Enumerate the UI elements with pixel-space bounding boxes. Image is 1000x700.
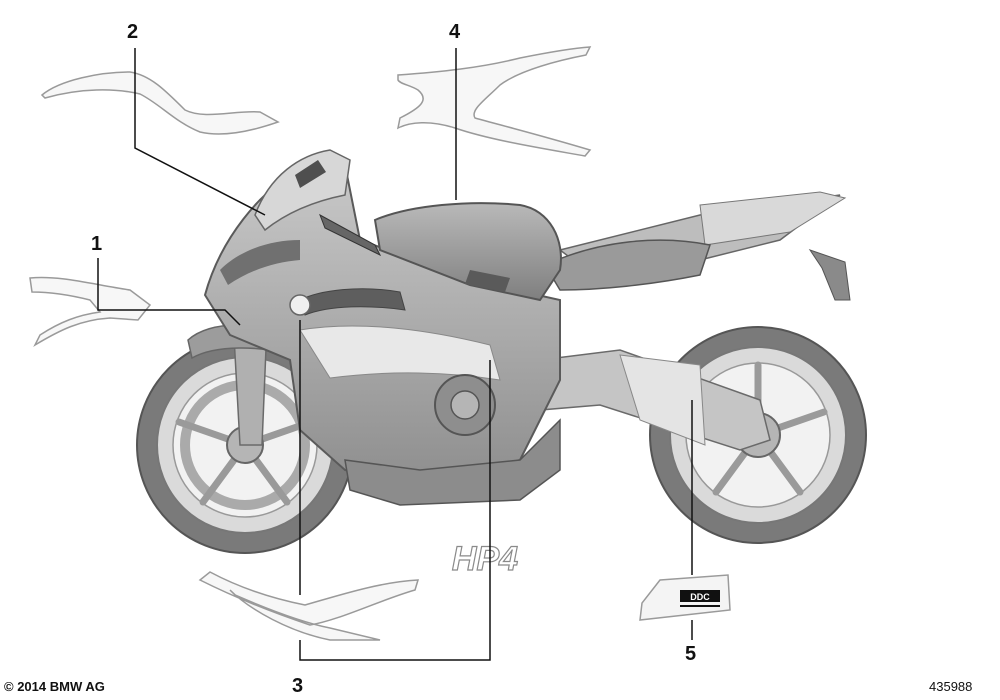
ddc-logo-text: DDC xyxy=(690,592,710,602)
windscreen xyxy=(254,149,351,232)
hp4-decal: HP4 xyxy=(451,539,518,578)
decal-3-outline xyxy=(198,571,420,641)
callout-3: 3 xyxy=(292,675,304,697)
callout-4: 4 xyxy=(449,21,461,43)
decal-2-outline xyxy=(40,71,280,135)
decal-4-outline xyxy=(396,46,592,157)
handlebar xyxy=(319,213,382,257)
callout-1: 1 xyxy=(91,233,103,255)
engine xyxy=(344,374,561,506)
callout-5: 5 xyxy=(685,643,697,665)
swingarm xyxy=(539,349,771,451)
hp4-logo-text: HP4 xyxy=(452,540,518,578)
leader-line-2 xyxy=(134,48,266,216)
decal-5-outline: DDC xyxy=(639,574,731,621)
copyright-label: © 2014 BMW AG xyxy=(4,679,105,694)
fuel-tank xyxy=(373,202,562,302)
callout-2: 2 xyxy=(127,21,139,43)
ddc-logo-plate xyxy=(680,590,720,602)
leader-line-3b xyxy=(299,360,491,661)
leader-lines xyxy=(97,48,693,661)
figure-number: 435988 xyxy=(929,679,973,694)
seat xyxy=(543,239,711,291)
decal-1-outline xyxy=(29,276,152,347)
leader-line-1 xyxy=(97,258,241,326)
